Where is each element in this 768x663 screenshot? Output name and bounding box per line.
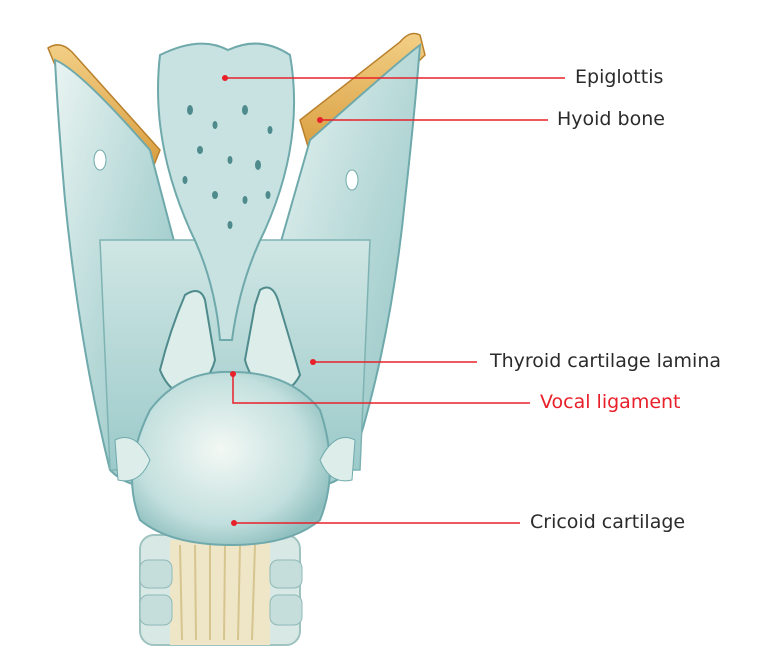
label-cricoid-cartilage: Cricoid cartilage bbox=[530, 511, 686, 533]
arytenoid-cartilages bbox=[158, 286, 302, 397]
epiglottis bbox=[157, 42, 296, 341]
cricoid-cartilage bbox=[114, 370, 356, 547]
leader-dots bbox=[222, 75, 323, 526]
leader-lines bbox=[225, 77, 565, 524]
label-thyroid-cartilage-lamina: Thyroid cartilage lamina bbox=[490, 350, 722, 372]
label-vocal-ligament: Vocal ligament bbox=[540, 391, 681, 413]
trachea bbox=[139, 534, 303, 646]
label-epiglottis: Epiglottis bbox=[575, 66, 664, 88]
label-hyoid-bone: Hyoid bone bbox=[557, 108, 665, 130]
